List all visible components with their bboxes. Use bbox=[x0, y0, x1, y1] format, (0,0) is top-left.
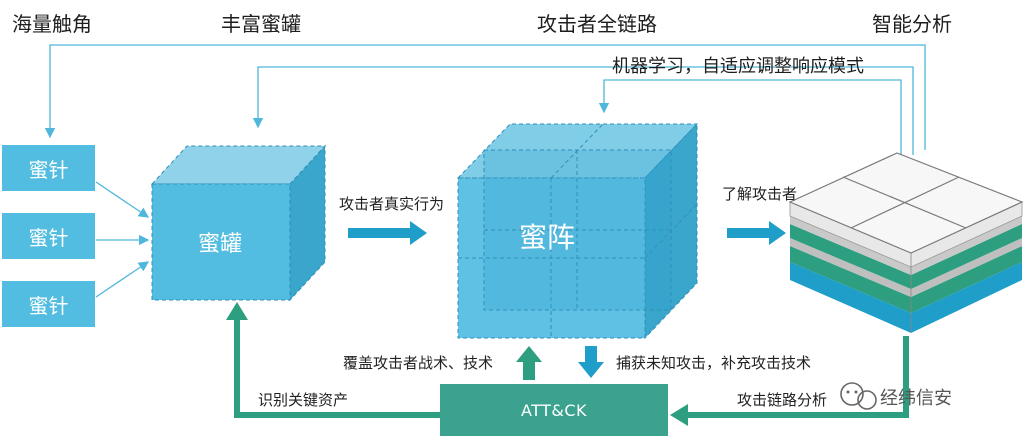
loop-identify-assets-head bbox=[226, 302, 248, 320]
honeynet-cube bbox=[456, 122, 699, 340]
honey-needle-3: 蜜针 bbox=[2, 281, 95, 327]
watermark-logo-icon bbox=[840, 382, 877, 410]
watermark-text: 经纬信安 bbox=[880, 388, 952, 409]
needle-link-1 bbox=[95, 181, 150, 218]
needle-link-3 bbox=[95, 261, 150, 298]
arrow-to-analysis bbox=[727, 221, 786, 245]
honeypot-label: 蜜罐 bbox=[198, 232, 243, 257]
honey-needle-1: 蜜针 bbox=[2, 145, 95, 191]
loop-chain-analysis-head bbox=[670, 404, 688, 426]
header-smart-analysis: 智能分析 bbox=[872, 12, 952, 36]
header-massive-touch: 海量触角 bbox=[12, 12, 92, 36]
label-chain-analysis: 攻击链路分析 bbox=[737, 391, 828, 409]
honeypot-cube bbox=[150, 144, 327, 302]
feedback-line-middle bbox=[252, 66, 914, 155]
honey-needle-2: 蜜针 bbox=[2, 213, 95, 259]
feedback-line-outer bbox=[44, 44, 926, 150]
ml-caption: 机器学习，自适应调整响应模式 bbox=[612, 56, 864, 77]
honeynet-label: 蜜阵 bbox=[519, 221, 576, 254]
label-cover-tactics: 覆盖攻击者战术、技术 bbox=[343, 354, 494, 372]
feedback-line-inner bbox=[598, 79, 902, 160]
label-identify-assets: 识别关键资产 bbox=[258, 391, 349, 409]
loop-identify-assets bbox=[234, 318, 440, 418]
label-capture-unknown: 捕获未知攻击，补充攻击技术 bbox=[616, 354, 812, 372]
arrow-to-honeynet bbox=[348, 221, 427, 245]
attck-framework-box: ATT&CK bbox=[440, 384, 668, 436]
label-real-behavior: 攻击者真实行为 bbox=[339, 195, 445, 213]
header-rich-honeypot: 丰富蜜罐 bbox=[221, 12, 301, 36]
label-understand-attacker: 了解攻击者 bbox=[722, 185, 798, 203]
arrow-down-capture bbox=[578, 346, 604, 378]
header-full-chain: 攻击者全链路 bbox=[537, 12, 657, 36]
analysis-stack bbox=[788, 152, 1024, 333]
loop-chain-analysis bbox=[686, 336, 909, 418]
arrow-up-cover bbox=[516, 346, 542, 380]
